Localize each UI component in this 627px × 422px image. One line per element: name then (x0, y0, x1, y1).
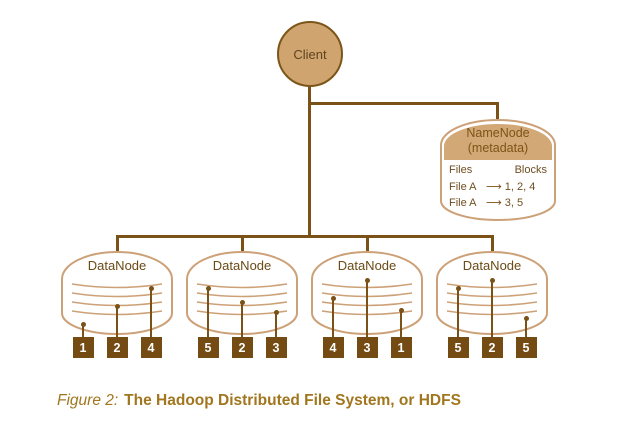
namenode-title: NameNode (metadata) (440, 126, 556, 156)
metadata-row: File A ⟶ 3, 5 (449, 195, 547, 212)
block-row: 1 2 4 (61, 337, 173, 358)
datanode-label: DataNode (212, 258, 272, 273)
metadata-row: File A ⟶ 1, 2, 4 (449, 179, 547, 196)
figure-caption-title: The Hadoop Distributed File System, or H… (124, 392, 461, 409)
block-pointer-dot (205, 286, 211, 291)
datanode-1: DataNode 1 2 4 (61, 250, 173, 360)
datanode-label: DataNode (337, 258, 397, 273)
data-block: 1 (390, 337, 412, 358)
data-block: 1 (72, 337, 94, 358)
block-pointer-line (457, 288, 459, 337)
block-pointer-dot (114, 304, 120, 309)
block-row: 5 2 3 (186, 337, 298, 358)
data-block: 2 (481, 337, 503, 358)
data-block: 4 (140, 337, 162, 358)
namenode-title-line2: (metadata) (467, 141, 529, 155)
block-pointer-dot (273, 310, 279, 315)
block-pointer-line (116, 306, 118, 337)
block-pointer-dot (398, 308, 404, 313)
figure-caption: Figure 2: The Hadoop Distributed File Sys… (57, 392, 461, 410)
client-to-namenode-line (308, 102, 498, 105)
datanode-bus-line (116, 235, 494, 238)
block-pointer-dot (148, 286, 154, 291)
namenode: NameNode (metadata) Files Blocks File A … (440, 118, 556, 223)
block-pointer-line (525, 318, 527, 337)
datanode-4: DataNode 5 2 5 (436, 250, 548, 360)
files-column-header: Files (449, 164, 473, 176)
data-block: 5 (447, 337, 469, 358)
block-pointer-line (150, 288, 152, 337)
datanode-label: DataNode (462, 258, 522, 273)
data-block: 5 (197, 337, 219, 358)
block-pointer-line (332, 298, 334, 337)
client-to-bus-line (308, 87, 311, 237)
client-label: Client (293, 46, 327, 62)
block-pointer-dot (80, 322, 86, 327)
client-node: Client (277, 21, 343, 87)
block-pointer-line (491, 280, 493, 337)
block-pointer-dot (455, 286, 461, 291)
file-name: File A (449, 197, 477, 209)
block-pointer-dot (364, 278, 370, 283)
block-pointer-line (82, 324, 84, 337)
block-pointer-dot (523, 316, 529, 321)
block-row: 4 3 1 (311, 337, 423, 358)
data-block: 4 (322, 337, 344, 358)
file-name: File A (449, 180, 477, 193)
datanode-2: DataNode 5 2 3 (186, 250, 298, 360)
block-pointer-line (241, 302, 243, 337)
block-pointer-dot (239, 300, 245, 305)
figure-caption-number: Figure 2: (57, 392, 119, 409)
namenode-cylinder-shape (440, 119, 556, 221)
data-block: 3 (356, 337, 378, 358)
metadata-header-row: Files Blocks (449, 162, 547, 179)
arrow-icon: ⟶ (486, 197, 502, 209)
block-pointer-dot (489, 278, 495, 283)
block-list: 3, 5 (504, 197, 524, 209)
namenode-title-line1: NameNode (466, 126, 530, 140)
data-block: 3 (265, 337, 287, 358)
datanode-label: DataNode (87, 258, 147, 273)
datanode-3: DataNode 4 3 1 (311, 250, 423, 360)
namenode-drop-line (496, 102, 499, 119)
block-pointer-dot (330, 296, 336, 301)
bus-stub-4 (491, 235, 494, 251)
bus-stub-2 (241, 235, 244, 251)
block-pointer-line (275, 312, 277, 337)
bus-stub-3 (366, 235, 369, 251)
arrow-icon: ⟶ (486, 180, 502, 193)
block-pointer-line (366, 280, 368, 337)
data-block: 2 (106, 337, 128, 358)
namenode-metadata-table: Files Blocks File A ⟶ 1, 2, 4 File A ⟶ 3… (449, 162, 547, 212)
block-pointer-line (207, 288, 209, 337)
blocks-column-header: Blocks (514, 164, 547, 176)
block-row: 5 2 5 (436, 337, 548, 358)
data-block: 2 (231, 337, 253, 358)
bus-stub-1 (116, 235, 119, 251)
block-pointer-line (400, 310, 402, 337)
data-block: 5 (515, 337, 537, 358)
block-list: 1, 2, 4 (504, 180, 536, 193)
